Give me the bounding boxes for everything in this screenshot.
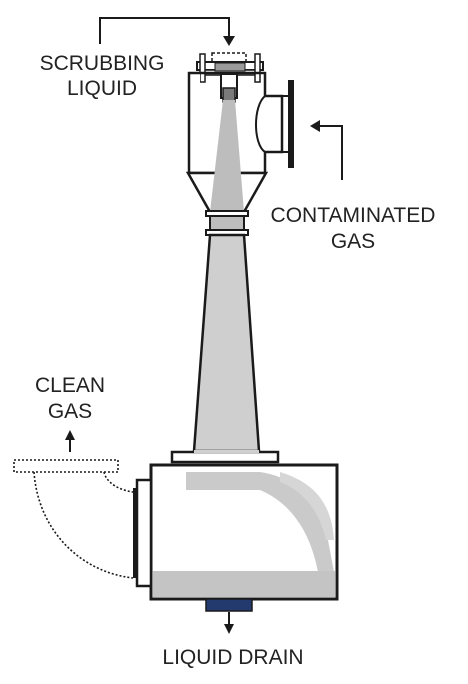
liquid-drain-label: LIQUID DRAIN [162, 646, 303, 669]
separator-vessel [149, 463, 339, 601]
contaminated-gas-arrow [310, 120, 343, 180]
scrubbing-liquid-label-line2: LIQUID [67, 77, 137, 100]
clean-gas-arrow [65, 430, 75, 452]
contaminated-gas-inlet-flange [255, 80, 294, 168]
scrubbing-liquid-inlet-arrow [99, 17, 235, 46]
spray-nozzle-assembly [196, 52, 264, 103]
diverging-section [192, 233, 261, 453]
separator-inlet-flange [170, 450, 280, 464]
clean-gas-outlet-duct [13, 459, 134, 579]
spray-cone [210, 100, 244, 212]
clean-gas-label-line1: CLEAN [35, 374, 105, 397]
contaminated-gas-label-line1: CONTAMINATED [271, 204, 436, 227]
clean-gas-outlet-flange [133, 478, 153, 588]
liquid-drain [205, 598, 253, 634]
venturi-throat [205, 210, 249, 236]
clean-gas-label-line2: GAS [48, 400, 92, 423]
contaminated-gas-label-line2: GAS [331, 230, 375, 253]
scrubbing-liquid-label-line1: SCRUBBING [40, 52, 165, 75]
